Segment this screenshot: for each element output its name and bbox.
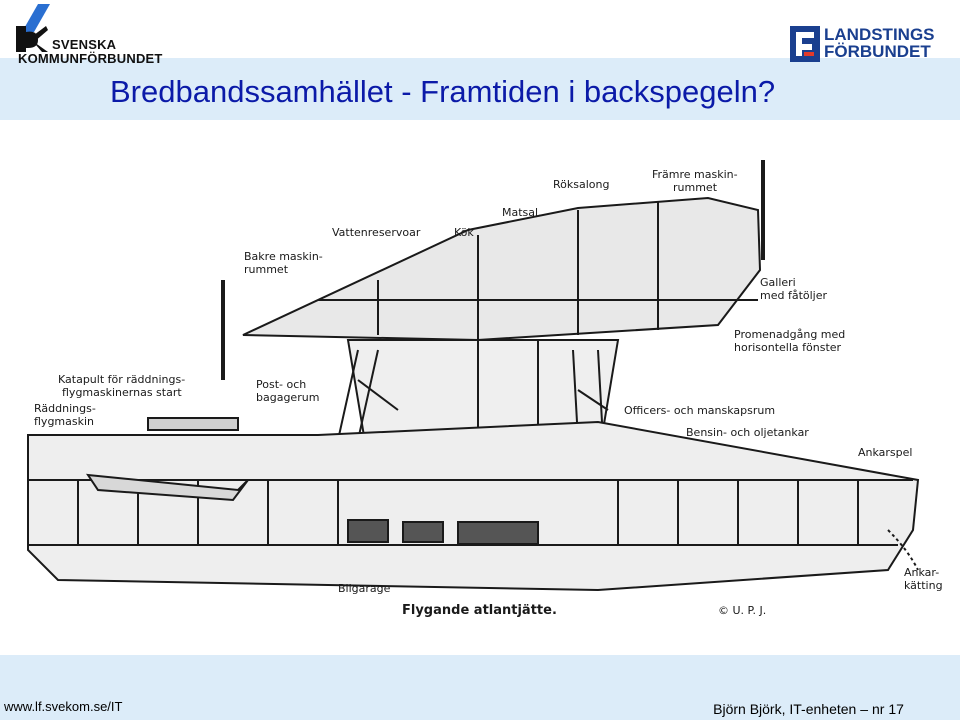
airship-illustration: Främre maskin-rummet Röksalong Matsal. V… xyxy=(27,160,943,618)
svenska-kommunforbundet-logo: SVENSKA KOMMUNFÖRBUNDET xyxy=(8,4,168,68)
lf-logo-icon xyxy=(790,26,820,62)
label-ankarkatting: Ankar-kätting xyxy=(904,566,943,592)
label-bakre-maskinrummet: Bakre maskin-rummet xyxy=(244,250,323,276)
label-matsal: Matsal. xyxy=(502,206,542,219)
landstingsforbundet-logo: LANDSTINGS FÖRBUNDET xyxy=(788,24,938,68)
lf-logo-line1: LANDSTINGS xyxy=(824,25,935,44)
slide-header: SVENSKA KOMMUNFÖRBUNDET Bredbandssamhäll… xyxy=(0,0,960,120)
label-katapult: Katapult för räddnings-flygmaskinernas s… xyxy=(58,373,185,399)
sk-logo-line2: KOMMUNFÖRBUNDET xyxy=(18,51,163,66)
sk-logo-text: SVENSKA KOMMUNFÖRBUNDET xyxy=(18,37,162,66)
airship-cutaway-figure: Främre maskin-rummet Röksalong Matsal. V… xyxy=(18,150,948,630)
slide-footer: www.lf.svekom.se/IT Björn Björk, IT-enhe… xyxy=(0,655,960,720)
sk-logo-line1: SVENSKA xyxy=(52,37,117,52)
label-framre-maskinrummet: Främre maskin-rummet xyxy=(652,168,738,194)
lf-logo-line2: FÖRBUNDET xyxy=(824,42,931,61)
sk-logo-icon xyxy=(16,4,50,52)
lf-logo-text: LANDSTINGS FÖRBUNDET xyxy=(824,26,935,60)
label-bilgarage: Bilgarage xyxy=(338,582,391,595)
label-roksalong: Röksalong xyxy=(553,178,609,191)
slide-title: Bredbandssamhället - Framtiden i backspe… xyxy=(110,74,776,109)
label-bensin-och-oljetankar: Bensin- och oljetankar xyxy=(686,426,809,439)
label-kok: Kök xyxy=(454,226,474,239)
label-raddningsflygmaskin: Räddnings-flygmaskin xyxy=(34,402,96,428)
label-ankarspel: Ankarspel xyxy=(858,446,912,459)
footer-author: Björn Björk, IT-enheten – xyxy=(713,701,868,717)
figure-caption: Flygande atlantjätte. xyxy=(402,603,557,618)
title-band xyxy=(0,58,960,120)
footer-page-number: nr 17 xyxy=(872,701,904,717)
label-vattenreservoar: Vattenreservoar xyxy=(332,226,421,239)
footer-url: www.lf.svekom.se/IT xyxy=(4,699,123,714)
figure-copyright: © U. P. J. xyxy=(718,604,766,617)
label-officers-och-manskapsrum: Officers- och manskapsrum xyxy=(624,404,775,417)
